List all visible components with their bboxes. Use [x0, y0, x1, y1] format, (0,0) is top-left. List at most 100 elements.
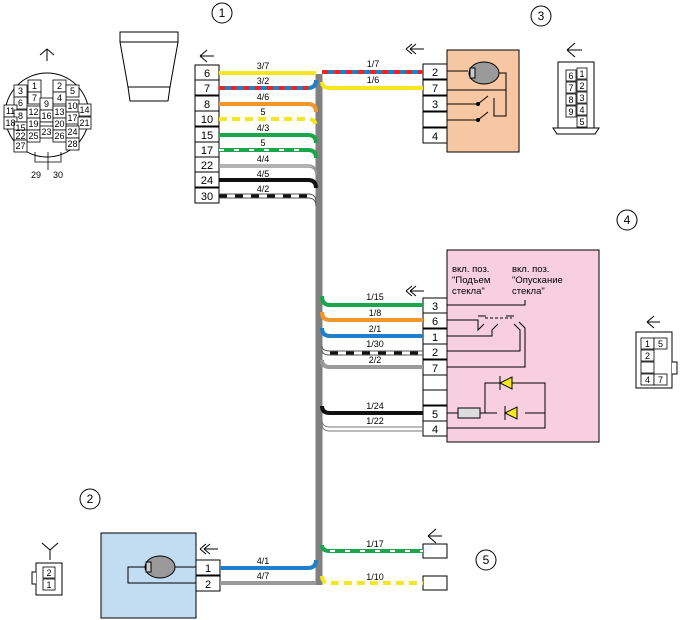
svg-text:3/7: 3/7: [257, 61, 270, 71]
svg-text:5: 5: [483, 553, 490, 567]
svg-text:7: 7: [432, 83, 438, 95]
svg-text:22: 22: [201, 160, 213, 172]
svg-text:26: 26: [54, 131, 64, 141]
svg-text:9: 9: [44, 99, 49, 109]
svg-text:5: 5: [70, 86, 75, 96]
svg-text:23: 23: [41, 127, 51, 137]
svg-text:3: 3: [432, 99, 438, 111]
svg-text:1/7: 1/7: [367, 59, 380, 69]
svg-text:8: 8: [204, 99, 210, 111]
svg-text:5: 5: [658, 339, 663, 349]
harness-wire-labels: 3/73/2 4/65 4/35 4/44/5 4/2: [257, 61, 270, 194]
svg-text:6: 6: [568, 71, 573, 81]
svg-text:7: 7: [658, 375, 663, 385]
svg-text:2/2: 2/2: [369, 355, 382, 365]
svg-text:18: 18: [5, 118, 15, 128]
svg-text:4/3: 4/3: [257, 123, 270, 133]
svg-text:30: 30: [201, 191, 213, 203]
marker-4: 4: [616, 209, 638, 231]
svg-text:11: 11: [6, 106, 15, 116]
svg-text:"Опускание: "Опускание: [512, 275, 563, 286]
svg-text:стекла": стекла": [452, 286, 485, 297]
motor-unit-top: 2 7 3 4: [405, 43, 520, 153]
svg-text:9: 9: [568, 107, 573, 117]
svg-text:вкл. поз.: вкл. поз.: [452, 264, 489, 275]
svg-text:5: 5: [432, 409, 438, 421]
svg-text:1/6: 1/6: [367, 75, 380, 85]
svg-text:10: 10: [201, 114, 213, 126]
svg-text:25: 25: [28, 131, 38, 141]
svg-text:8: 8: [568, 95, 573, 105]
svg-text:7: 7: [568, 83, 573, 93]
led-icon: [498, 376, 513, 390]
svg-text:5: 5: [260, 138, 265, 148]
svg-text:1: 1: [579, 69, 584, 79]
svg-text:2: 2: [432, 347, 438, 359]
svg-text:вкл. поз.: вкл. поз.: [512, 264, 549, 275]
svg-text:8: 8: [18, 111, 23, 121]
svg-text:7: 7: [32, 93, 37, 103]
svg-text:2: 2: [645, 351, 650, 361]
svg-text:1/8: 1/8: [369, 308, 382, 318]
svg-text:4/2: 4/2: [257, 184, 270, 194]
svg-text:4/5: 4/5: [257, 169, 270, 179]
svg-text:4: 4: [57, 93, 62, 103]
svg-text:2: 2: [87, 492, 94, 506]
svg-text:2: 2: [579, 81, 584, 91]
svg-text:"Подъем: "Подъем: [452, 275, 490, 286]
svg-text:2/1: 2/1: [369, 324, 382, 334]
svg-text:4/7: 4/7: [257, 571, 270, 581]
svg-text:19: 19: [28, 119, 38, 129]
svg-text:4: 4: [432, 131, 438, 143]
svg-text:4/4: 4/4: [257, 154, 270, 164]
svg-text:4: 4: [645, 375, 650, 385]
motor-top-wires: [320, 70, 423, 90]
svg-text:2: 2: [432, 67, 438, 79]
motor-top-wire-labels: 1/7 1/6: [367, 59, 380, 85]
svg-text:1: 1: [46, 580, 51, 590]
svg-text:15: 15: [15, 123, 25, 133]
svg-text:12: 12: [28, 107, 38, 117]
svg-text:16: 16: [41, 111, 51, 121]
svg-text:4/1: 4/1: [257, 556, 270, 566]
marker-3: 3: [530, 5, 552, 27]
svg-text:6: 6: [432, 316, 438, 328]
svg-text:1/10: 1/10: [366, 572, 384, 582]
svg-text:6: 6: [18, 98, 23, 108]
svg-text:2: 2: [205, 579, 211, 591]
svg-text:1: 1: [432, 332, 438, 344]
svg-text:4/6: 4/6: [257, 92, 270, 102]
led-icon: [503, 406, 518, 420]
svg-text:27: 27: [15, 141, 25, 151]
svg-text:стекла": стекла": [512, 286, 545, 297]
svg-text:1/30: 1/30: [366, 339, 384, 349]
svg-text:21: 21: [79, 118, 89, 128]
svg-text:17: 17: [201, 145, 213, 157]
svg-text:14: 14: [79, 105, 89, 115]
svg-text:4: 4: [432, 424, 438, 436]
connector-housing-icon: [119, 31, 214, 102]
svg-text:5: 5: [579, 117, 584, 127]
svg-text:1: 1: [32, 81, 37, 91]
marker-1: 1: [211, 2, 233, 24]
bottom-motor-pinout: 21: [31, 542, 63, 596]
svg-text:28: 28: [67, 139, 77, 149]
motor-unit-bottom: 12: [100, 532, 221, 619]
svg-text:1: 1: [205, 563, 211, 575]
svg-text:1: 1: [645, 339, 650, 349]
svg-text:3: 3: [432, 301, 438, 313]
svg-text:2: 2: [46, 568, 51, 578]
svg-text:5: 5: [260, 107, 265, 117]
svg-text:7: 7: [204, 83, 210, 95]
svg-text:1/22: 1/22: [366, 416, 384, 426]
svg-text:4: 4: [624, 213, 631, 227]
svg-text:3: 3: [579, 93, 584, 103]
bottom-motor-wires: [220, 559, 318, 585]
